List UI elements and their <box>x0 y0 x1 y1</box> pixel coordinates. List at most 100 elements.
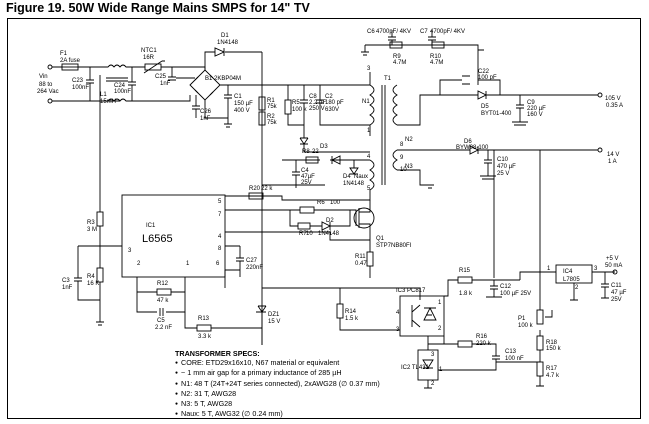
svg-text:2: 2 <box>438 326 442 332</box>
svg-text:Naux: Naux <box>354 174 368 180</box>
svg-text:10: 10 <box>306 231 313 237</box>
svg-text:L1: L1 <box>100 92 107 98</box>
ntc1 <box>144 63 162 71</box>
svg-text:R17: R17 <box>546 366 558 372</box>
svg-text:N1: N1 <box>362 99 370 105</box>
svg-text:4: 4 <box>367 154 371 160</box>
svg-text:25V: 25V <box>301 180 312 186</box>
svg-text:75k: 75k <box>267 104 278 110</box>
svg-text:1N4148: 1N4148 <box>343 181 365 187</box>
svg-text:47µF: 47µF <box>301 174 315 180</box>
svg-text:0.47: 0.47 <box>355 261 367 267</box>
svg-text:100 k: 100 k <box>292 107 308 113</box>
feedback-section: DZ1 15 V R14 1.5 k IC3 PC817 4 3 1 2 R15… <box>256 150 627 389</box>
svg-text:50 mA: 50 mA <box>605 263 622 269</box>
svg-text:220 µF: 220 µF <box>527 106 546 112</box>
svg-text:470 µF: 470 µF <box>497 164 516 170</box>
svg-text:16R: 16R <box>143 55 155 61</box>
svg-text:3: 3 <box>128 248 132 254</box>
svg-text:3 M: 3 M <box>87 227 97 233</box>
svg-text:1N4148: 1N4148 <box>318 231 340 237</box>
svg-text:220 k: 220 k <box>476 341 492 347</box>
svg-text:4: 4 <box>396 310 400 316</box>
svg-text:P1: P1 <box>518 316 526 322</box>
svg-text:C10: C10 <box>497 157 509 163</box>
svg-text:100 pF: 100 pF <box>478 75 497 81</box>
transformer-t1: T1 3 1 N1 8 9 10 N2 N3 4 5 Naux C6 4700p… <box>354 29 484 192</box>
svg-text:R13: R13 <box>198 316 210 322</box>
svg-text:R6: R6 <box>317 200 325 206</box>
svg-text:15mH: 15mH <box>100 99 116 105</box>
svg-text:N3: N3 <box>405 164 413 170</box>
svg-text:D4: D4 <box>343 174 351 180</box>
svg-text:47 k: 47 k <box>157 298 169 304</box>
svg-text:25V: 25V <box>611 297 622 303</box>
svg-text:150 µF: 150 µF <box>234 101 253 107</box>
spec-item: N3: 5 T, AWG28 <box>175 399 380 409</box>
svg-text:4: 4 <box>218 234 222 240</box>
svg-text:160 V: 160 V <box>527 112 543 118</box>
svg-text:630V: 630V <box>325 107 339 113</box>
svg-text:R9: R9 <box>393 54 401 60</box>
svg-text:IC2 TL431: IC2 TL431 <box>401 365 430 371</box>
svg-text:C27: C27 <box>246 258 258 264</box>
svg-text:150 k: 150 k <box>546 346 562 352</box>
svg-text:R8: R8 <box>302 149 310 155</box>
svg-text:75k: 75k <box>267 120 278 126</box>
svg-text:IC3 PC817: IC3 PC817 <box>396 288 426 294</box>
svg-text:47 µF: 47 µF <box>611 290 627 296</box>
svg-text:R14: R14 <box>345 309 357 315</box>
svg-text:C13: C13 <box>505 349 517 355</box>
svg-text:6: 6 <box>216 261 220 267</box>
svg-text:R10: R10 <box>430 54 442 60</box>
svg-text:R4: R4 <box>87 274 95 280</box>
svg-text:4700pF/ 4KV: 4700pF/ 4KV <box>430 29 465 35</box>
svg-text:14 V: 14 V <box>607 152 619 158</box>
spec-item: Naux: 5 T, AWG32 (∅ 0.24 mm) <box>175 409 380 419</box>
svg-text:3.3 k: 3.3 k <box>198 334 212 340</box>
svg-text:D1: D1 <box>221 33 229 39</box>
svg-text:1.8 k: 1.8 k <box>459 291 473 297</box>
svg-text:T1: T1 <box>384 76 392 82</box>
svg-text:15 V: 15 V <box>268 319 280 325</box>
svg-text:R2: R2 <box>267 114 275 120</box>
svg-text:BYW98-100: BYW98-100 <box>456 145 489 151</box>
svg-text:4.7M: 4.7M <box>430 60 443 66</box>
svg-text:R11: R11 <box>355 254 366 260</box>
svg-text:22: 22 <box>312 149 319 155</box>
svg-text:5: 5 <box>367 186 371 192</box>
svg-text:NTC1: NTC1 <box>141 48 157 54</box>
svg-text:220nF: 220nF <box>246 265 263 271</box>
spec-item: CORE: ETD29x16x10, N67 material or equiv… <box>175 358 380 368</box>
svg-text:R20: R20 <box>249 186 261 192</box>
svg-text:C22: C22 <box>478 69 490 75</box>
svg-text:C9: C9 <box>527 100 535 106</box>
spec-item: N1: 48 T (24T+24T series connected), 2xA… <box>175 379 380 389</box>
svg-text:3: 3 <box>594 266 598 272</box>
svg-text:L7805: L7805 <box>563 277 580 283</box>
svg-text:8: 8 <box>218 246 222 252</box>
svg-text:C8: C8 <box>309 94 317 100</box>
svg-text:C11: C11 <box>611 283 622 289</box>
svg-text:D6: D6 <box>464 139 472 145</box>
svg-text:1N4148: 1N4148 <box>217 40 239 46</box>
svg-text:3: 3 <box>431 352 435 358</box>
svg-text:0.35 A: 0.35 A <box>606 103 623 109</box>
svg-text:R18: R18 <box>546 340 558 346</box>
aux-section: R8 22 C4 47µF 25V D4 1N4148 <box>225 149 371 201</box>
specs-heading: TRANSFORMER SPECS: <box>175 349 260 358</box>
bus-section: R1 75k R2 75k R5 100 k C8 2.2 nF 250 V C… <box>258 52 370 345</box>
svg-text:C6: C6 <box>367 29 375 35</box>
svg-text:R1: R1 <box>267 98 275 104</box>
svg-text:R3: R3 <box>87 220 95 226</box>
svg-text:5: 5 <box>218 199 222 205</box>
svg-text:9: 9 <box>400 155 404 161</box>
svg-text:2KBP04M: 2KBP04M <box>214 76 241 82</box>
mosfet-q1 <box>353 207 375 229</box>
spec-item: N2: 31 T, AWG28 <box>175 389 380 399</box>
svg-text:100nF: 100nF <box>72 85 89 91</box>
svg-text:4.7 k: 4.7 k <box>546 373 560 379</box>
svg-text:264 Vac: 264 Vac <box>37 89 59 95</box>
svg-text:D2: D2 <box>326 218 334 224</box>
svg-text:1.5 k: 1.5 k <box>345 316 359 322</box>
